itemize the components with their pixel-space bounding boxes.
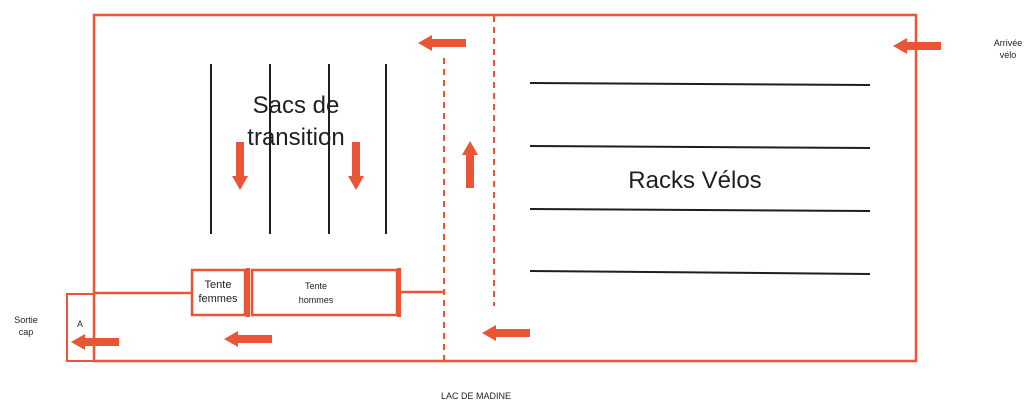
- tente-femmes-label-line2: femmes: [198, 293, 238, 305]
- tente-femmes-box: [190, 268, 247, 317]
- bike-rack-1: [529, 82, 871, 86]
- tente-hommes-label-line1: Tente: [305, 281, 327, 291]
- arrow-left-icon: [418, 35, 466, 51]
- transition-bag-rows: [210, 64, 387, 234]
- bike-rack-3: [529, 208, 871, 212]
- tente-hommes-label-line2: hommes: [299, 295, 334, 305]
- arrow-up-icon: [462, 141, 478, 188]
- arrow-left-icon: [482, 325, 530, 341]
- marker-a-label: A: [77, 319, 83, 329]
- sacs-label-line1: Sacs de: [253, 92, 340, 119]
- arrow-left-icon: [224, 331, 272, 347]
- bike-rack-4: [529, 270, 871, 275]
- tente-hommes-box: [250, 268, 399, 317]
- bike-rack-2: [529, 145, 871, 149]
- arrow-left-icon: [71, 334, 119, 350]
- exit-annex-box: [66, 293, 95, 362]
- arrow-down-icon: [232, 142, 248, 190]
- arrow-left-icon: [893, 38, 941, 54]
- arrow-down-icon: [348, 142, 364, 190]
- lac-de-madine-label: LAC DE MADINE: [441, 391, 511, 401]
- sortie-cap-label-line1: Sortie: [14, 315, 38, 325]
- bike-racks: [529, 82, 871, 275]
- racks-label: Racks Vélos: [628, 167, 761, 194]
- sacs-label-line2: transition: [247, 124, 344, 151]
- arrivee-velo-label-line1: Arrivée: [994, 38, 1023, 48]
- transition-zone-outline: [92, 13, 918, 363]
- tente-femmes-label-line1: Tente: [205, 279, 232, 291]
- arrivee-velo-label-line2: vélo: [1000, 50, 1017, 60]
- sortie-cap-label-line2: cap: [19, 327, 34, 337]
